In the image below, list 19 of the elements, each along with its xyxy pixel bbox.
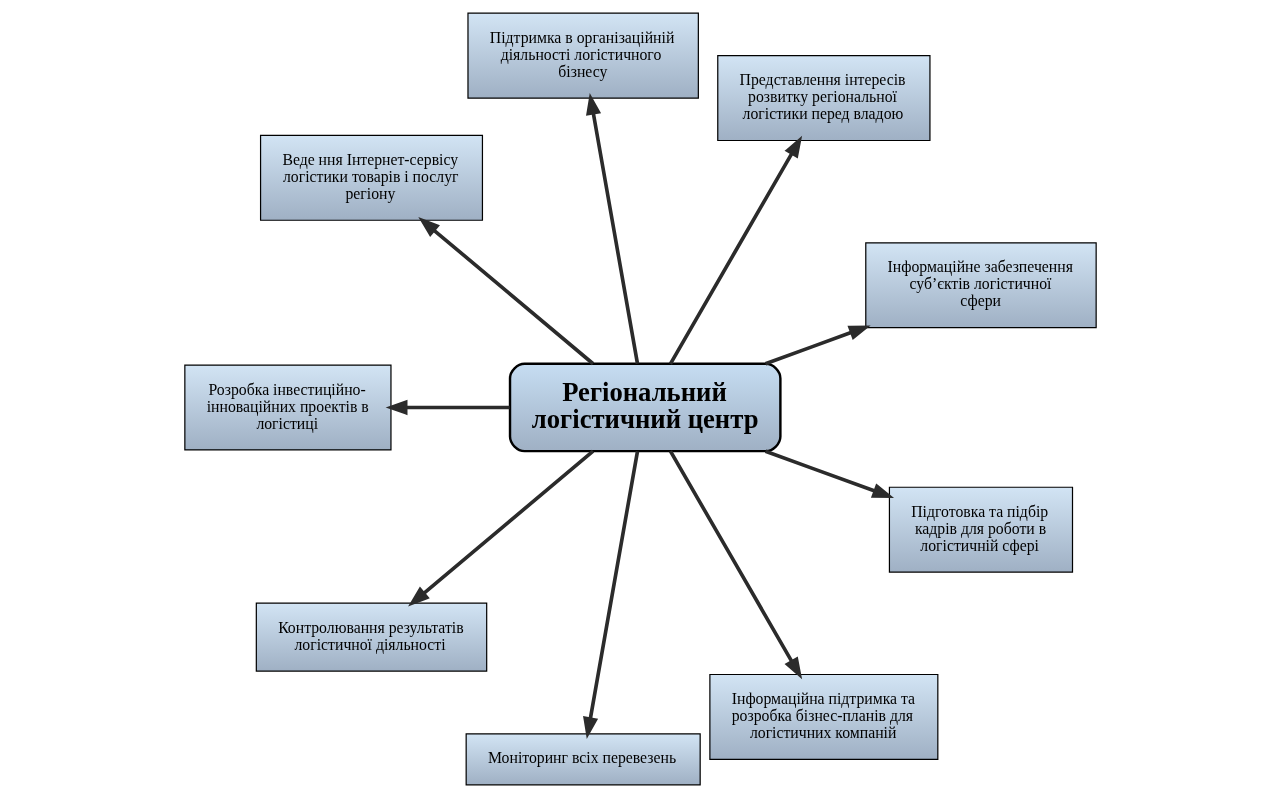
- arrow: [668, 450, 803, 680]
- arrow: [408, 449, 595, 607]
- node-box: Розробка інвестиційно-інноваційних проектів в логістиці: [184, 364, 392, 451]
- node-box: Підготовка та підбір кадрів для роботи в логістичній сфері: [888, 486, 1074, 573]
- node-box: Підтримка в організаційній діяльності логістичного бізнесу: [467, 12, 699, 99]
- arrow: [583, 451, 640, 739]
- arrow: [418, 217, 595, 366]
- node-box: Представлення інтересів розвитку регіональної логістики перед владою: [717, 55, 931, 142]
- node-box: Моніторинг всіх перевезень: [465, 733, 701, 786]
- arrow: [385, 399, 510, 416]
- arrow: [668, 135, 803, 365]
- arrow: [586, 92, 640, 364]
- node-box: Контролювання результатів логістичної діяльності: [255, 602, 488, 672]
- node-box: Веде ння Інтернет-сервісу логістики товарів і послуг регіону: [259, 134, 484, 221]
- node-box: Інформаційне забезпечення суб’єктів логістичної сфери: [865, 242, 1097, 329]
- arrow: [764, 325, 871, 366]
- node-box: Регіональний логістичний центр: [508, 362, 782, 453]
- arrow: [764, 449, 895, 499]
- node-box: Інформаційна підтримка та розробка бізнес-планів для логістичних компаній: [709, 673, 939, 760]
